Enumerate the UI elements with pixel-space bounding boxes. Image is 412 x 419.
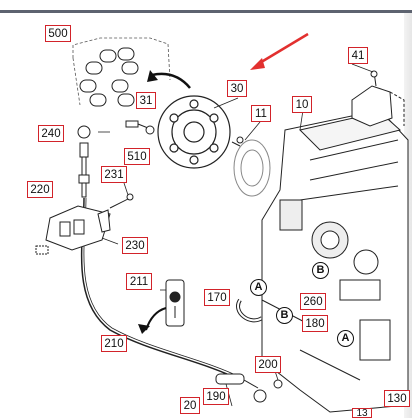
marker-b-hose: B xyxy=(276,307,293,324)
window-top-bar xyxy=(0,0,412,13)
bolt-231 xyxy=(109,193,134,209)
engine-block-10 xyxy=(261,109,409,413)
red-pointer-arrow xyxy=(257,32,309,66)
callout-11[interactable]: 11 xyxy=(251,105,271,122)
callout-180[interactable]: 180 xyxy=(302,315,328,332)
bracket-220 xyxy=(35,205,111,255)
callout-41[interactable]: 41 xyxy=(348,47,368,64)
callout-190[interactable]: 190 xyxy=(203,388,229,405)
callout-10[interactable]: 10 xyxy=(292,96,312,113)
callout-13[interactable]: 13 xyxy=(352,408,372,419)
hose-clamp-170 xyxy=(236,298,264,323)
callout-500[interactable]: 500 xyxy=(45,25,71,42)
bolt-510 xyxy=(125,120,155,135)
marker-a-engine: A xyxy=(337,330,354,347)
marker-a-hose: A xyxy=(250,279,267,296)
callout-170[interactable]: 170 xyxy=(204,289,230,306)
callout-510[interactable]: 510 xyxy=(124,148,150,165)
marker-b-engine: B xyxy=(312,262,329,279)
ring-gear-11 xyxy=(233,139,271,197)
callout-230[interactable]: 230 xyxy=(122,237,148,254)
callout-200[interactable]: 200 xyxy=(255,356,281,373)
callout-30[interactable]: 30 xyxy=(227,80,247,97)
dipstick-handle-190 xyxy=(215,373,267,403)
warning-plate-211 xyxy=(165,279,185,327)
callout-220[interactable]: 220 xyxy=(27,181,53,198)
oil-dipstick-240 xyxy=(77,125,91,198)
callout-130[interactable]: 130 xyxy=(384,390,410,407)
callout-210[interactable]: 210 xyxy=(101,335,127,352)
callout-211[interactable]: 211 xyxy=(126,273,152,290)
callout-240[interactable]: 240 xyxy=(38,125,64,142)
callout-231[interactable]: 231 xyxy=(101,166,127,183)
bracket-41 xyxy=(351,70,405,127)
callout-31[interactable]: 31 xyxy=(136,92,156,109)
direction-arrow xyxy=(151,72,191,89)
roller-set-500 xyxy=(79,47,139,107)
damper-disc-30 xyxy=(157,95,231,169)
callout-20[interactable]: 20 xyxy=(180,397,200,414)
oring-200 xyxy=(273,379,283,389)
callout-260[interactable]: 260 xyxy=(300,293,326,310)
